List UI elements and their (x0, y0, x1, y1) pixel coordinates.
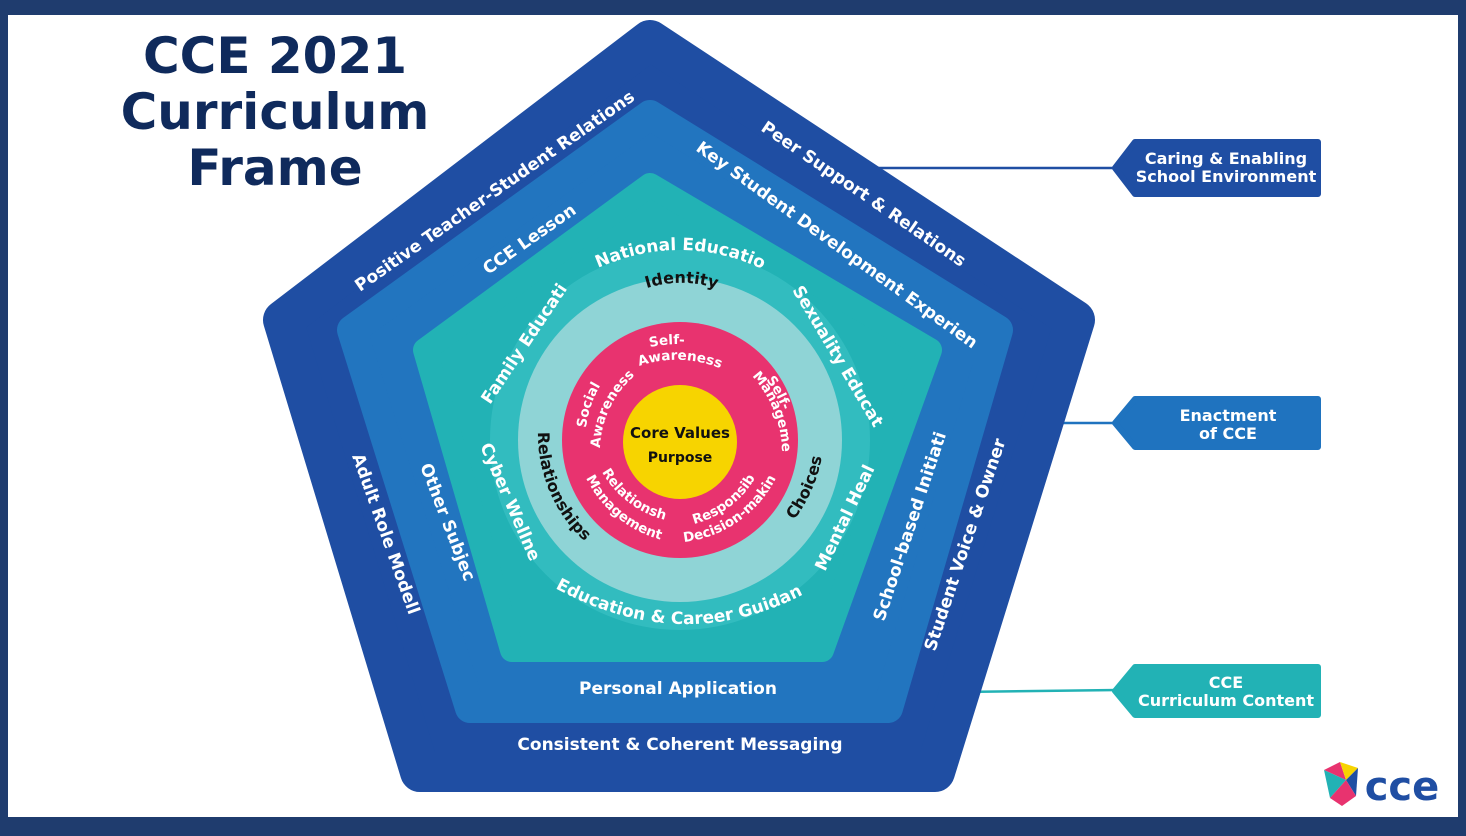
callout-enactment-line1: Enactment (1180, 406, 1277, 425)
callout-content: CCE Curriculum Content (1112, 664, 1321, 718)
logo-mark-icon (1324, 762, 1358, 806)
label-consistent-messaging: Consistent & Coherent Messaging (517, 735, 842, 755)
page-title-line2: Curriculum Frame (120, 83, 430, 197)
label-core-values: Core Values (630, 424, 730, 442)
callout-content-line2: Curriculum Content (1138, 691, 1314, 710)
callout-environment-line2: School Environment (1136, 167, 1317, 186)
callout-environment-line1: Caring & Enabling (1145, 149, 1307, 168)
page-title-line1: CCE 2021 (142, 27, 408, 85)
logo-text: cce (1365, 764, 1440, 810)
label-personal-application: Personal Application (579, 679, 777, 699)
page-title: CCE 2021 Curriculum Frame (40, 28, 510, 196)
label-self-awareness-1: Self- (648, 332, 685, 351)
callout-enactment: Enactment of CCE (1112, 396, 1321, 450)
callout-content-line1: CCE (1209, 673, 1243, 692)
callout-environment: Caring & Enabling School Environment (1112, 139, 1321, 197)
core-circle (623, 385, 737, 499)
label-purpose: Purpose (648, 450, 713, 466)
callout-enactment-line2: of CCE (1199, 424, 1257, 443)
cce-logo: cce (1324, 762, 1439, 810)
